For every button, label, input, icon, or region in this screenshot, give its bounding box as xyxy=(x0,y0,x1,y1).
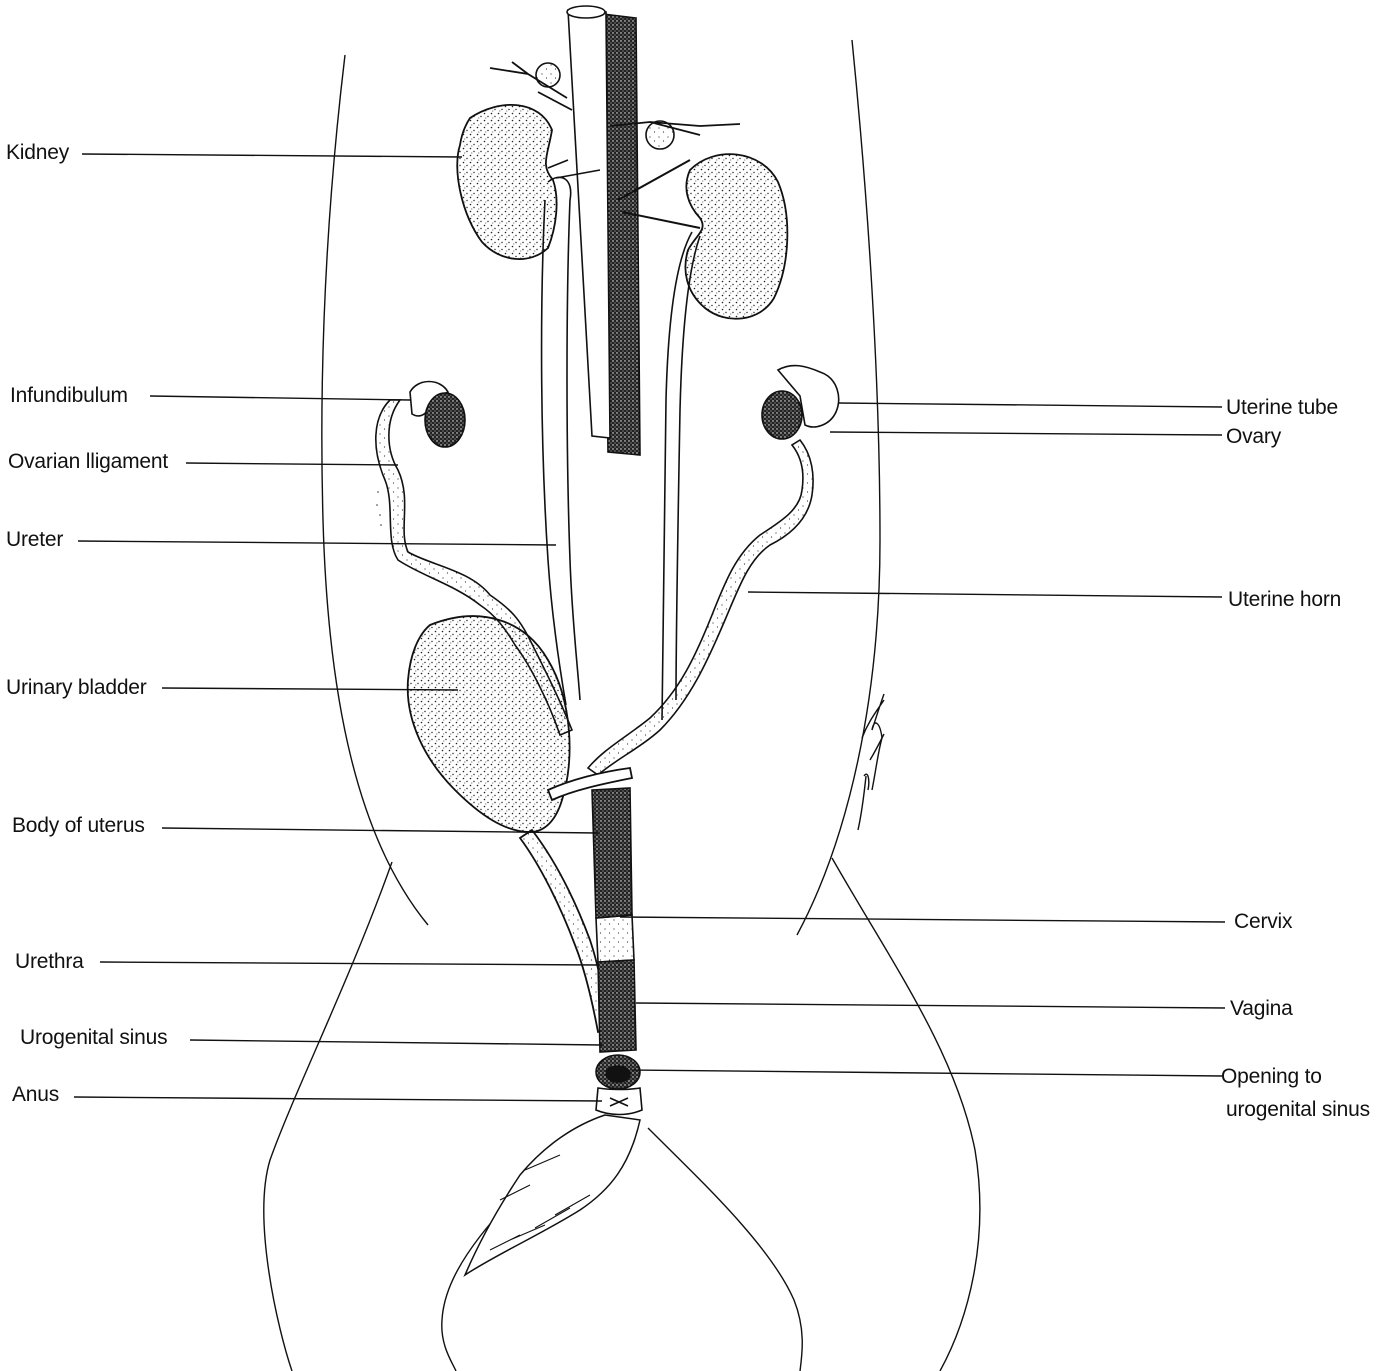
kidney-left xyxy=(457,105,556,259)
urinary-bladder xyxy=(408,616,570,832)
label-vagina: Vagina xyxy=(1230,997,1293,1021)
leader-uterine-horn xyxy=(748,592,1222,597)
leader-ovarian-ligament xyxy=(186,463,398,465)
label-uterine-horn: Uterine horn xyxy=(1228,588,1341,612)
ureter-left xyxy=(548,177,580,700)
label-body-of-uterus: Body of uterus xyxy=(12,814,145,838)
body-of-uterus xyxy=(592,788,632,918)
label-opening-line1: Opening to xyxy=(1221,1065,1322,1089)
leader-ureter xyxy=(78,541,556,545)
leg-outline-right xyxy=(648,1128,802,1371)
leader-anus xyxy=(74,1097,602,1101)
leader-urogenital-sinus xyxy=(190,1040,602,1045)
leader-kidney xyxy=(82,154,462,157)
leader-cervix xyxy=(620,917,1225,922)
label-infundibulum: Infundibulum xyxy=(10,384,128,408)
leader-uterine-tube xyxy=(838,403,1222,407)
ureter-left-inner xyxy=(542,200,566,705)
label-ureter: Ureter xyxy=(6,528,63,552)
kidney-right xyxy=(685,154,787,319)
body-outline-right-lower xyxy=(832,858,980,1371)
label-kidney: Kidney xyxy=(6,141,69,165)
adrenal-left xyxy=(536,63,560,87)
vagina xyxy=(598,960,636,1052)
tail xyxy=(465,1115,640,1275)
ovary-right xyxy=(762,391,802,439)
label-opening-line2: urogenital sinus xyxy=(1226,1098,1370,1122)
label-urinary-bladder: Urinary bladder xyxy=(6,676,147,700)
label-ovarian-ligament: Ovarian lligament xyxy=(8,450,168,474)
body-outline-left-lower xyxy=(264,862,392,1371)
ovary-left xyxy=(425,393,465,447)
leader-opening xyxy=(632,1070,1222,1076)
leader-urethra xyxy=(100,962,598,965)
label-urogenital-sinus: Urogenital sinus xyxy=(20,1026,167,1050)
cervix xyxy=(596,915,634,962)
vessel-branch-left xyxy=(490,62,572,110)
leader-vagina xyxy=(636,1003,1225,1008)
label-ovary: Ovary xyxy=(1226,425,1281,449)
label-uterine-tube: Uterine tube xyxy=(1226,396,1338,420)
urogenital-sinus-opening-inner xyxy=(606,1066,630,1082)
aorta xyxy=(568,10,610,438)
adrenal-right xyxy=(646,121,674,149)
label-anus: Anus xyxy=(12,1083,59,1107)
loose-dots xyxy=(376,491,382,526)
uterine-horn-right xyxy=(588,440,813,775)
leader-lines-right xyxy=(620,403,1225,1076)
leader-infundibulum xyxy=(150,396,410,400)
leader-ovary xyxy=(830,432,1222,435)
label-cervix: Cervix xyxy=(1234,910,1292,934)
aorta-opening xyxy=(567,6,605,18)
tail-shape xyxy=(465,1115,640,1275)
artist-signature xyxy=(858,694,884,830)
ureter-right-inner xyxy=(676,236,700,700)
midline-tract xyxy=(592,788,642,1115)
body-outline-left-upper xyxy=(322,55,428,925)
label-urethra: Urethra xyxy=(15,950,84,974)
